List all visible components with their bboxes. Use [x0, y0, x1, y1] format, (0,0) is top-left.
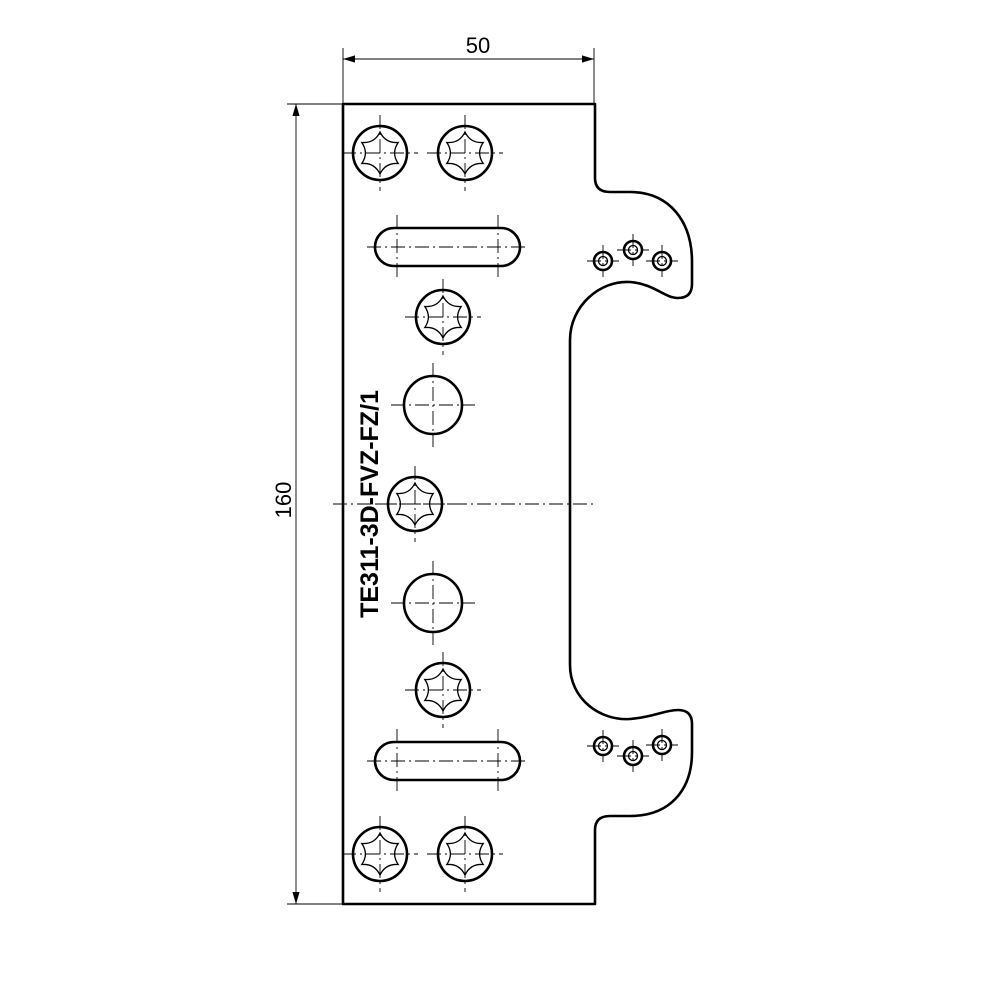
width-dimension-label: 50 — [466, 33, 490, 58]
hole-features — [342, 115, 678, 892]
plate-outline — [341, 102, 694, 906]
height-dimension: 160 — [271, 103, 342, 905]
width-dimension: 50 — [342, 33, 595, 103]
height-dimension-label: 160 — [271, 482, 296, 519]
